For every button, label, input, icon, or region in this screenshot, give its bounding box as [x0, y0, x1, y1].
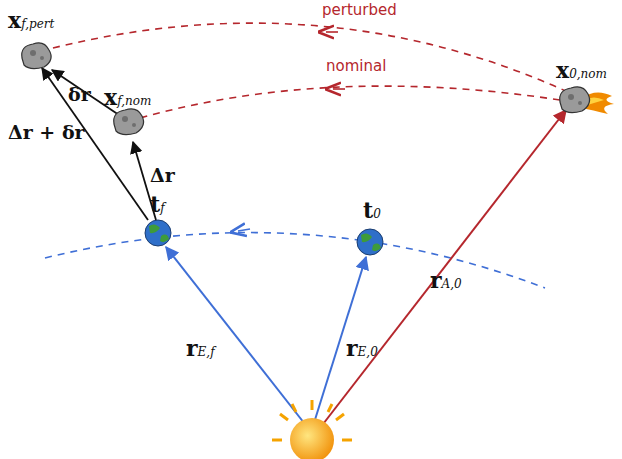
vector-label: rE,0	[346, 336, 378, 360]
vector-label: rA,0	[430, 268, 462, 292]
vector-label: Δr + δr	[8, 122, 85, 143]
trajectory-label: nominal	[326, 58, 386, 75]
state-label: xf,pert	[8, 8, 54, 32]
trajectory-label: perturbed	[322, 2, 397, 19]
vector-label: rE,f	[186, 336, 215, 360]
epoch-label: tf	[150, 192, 165, 216]
vector-label: Δr	[150, 165, 175, 186]
epoch-label: t0	[363, 198, 381, 222]
state-label: xf,nom	[104, 85, 151, 109]
state-label: x0,nom	[556, 58, 607, 82]
vector-label: δr	[68, 84, 91, 105]
